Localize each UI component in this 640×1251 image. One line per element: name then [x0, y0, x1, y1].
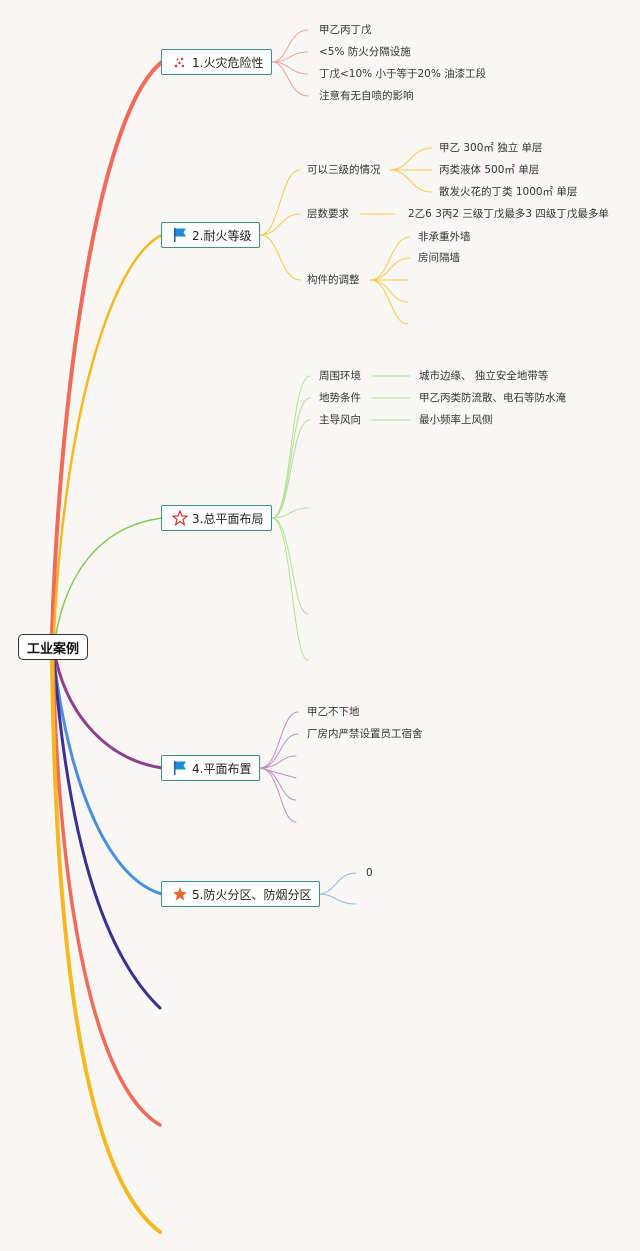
topic-label: 3.总平面布局 — [192, 511, 264, 526]
subtopic-item[interactable]: <5% 防火分隔设施 — [319, 46, 411, 58]
subtopic-terrain[interactable]: 地势条件 — [319, 392, 361, 404]
subtopic-item[interactable]: 丁戊<10% 小于等于20% 油漆工段 — [319, 68, 487, 80]
subtopic-item[interactable]: 甲乙不下地 — [307, 706, 360, 718]
branch-1 — [50, 60, 164, 636]
topic-fire-hazard[interactable]: 1.火灾危险性 — [161, 49, 273, 75]
subtopic-component-adjust[interactable]: 构件的调整 — [307, 274, 360, 286]
subtopic-item[interactable]: 最小频率上风侧 — [419, 414, 493, 426]
branch-8 — [50, 658, 162, 1234]
blue-flag-icon — [172, 760, 188, 776]
subtopic-item[interactable]: 甲乙 300㎡ 独立 单层 — [439, 142, 543, 154]
subtopic-item[interactable]: 0 — [366, 867, 373, 879]
subtopic-wind-direction[interactable]: 主导风向 — [319, 414, 361, 426]
subtopic-item[interactable]: 散发火花的丁类 1000㎡ 单层 — [439, 186, 578, 198]
topic-label: 1.火灾危险性 — [192, 55, 264, 70]
star-filled-icon — [172, 886, 188, 902]
subtopic-item[interactable]: 房间隔墙 — [418, 252, 460, 264]
branch-3 — [55, 517, 163, 635]
branch-4 — [54, 658, 164, 770]
subtopic-item[interactable]: 注意有无自喷的影响 — [319, 90, 414, 102]
branch-6 — [52, 658, 162, 1010]
star-outline-icon — [172, 510, 188, 526]
subtopic-item[interactable]: 甲乙丙丁戊 — [319, 24, 372, 36]
fire-icon — [172, 54, 188, 70]
topic-label: 5.防火分区、防烟分区 — [192, 887, 312, 902]
topic-site-layout[interactable]: 3.总平面布局 — [161, 505, 273, 531]
subtopic-environment[interactable]: 周围环境 — [319, 370, 361, 382]
subtopic-item[interactable]: 厂房内严禁设置员工宿舍 — [307, 728, 423, 740]
topic-fire-compartment[interactable]: 5.防火分区、防烟分区 — [161, 881, 321, 907]
subtopic-item[interactable]: 丙类液体 500㎡ 单层 — [439, 164, 540, 176]
root-label: 工业案例 — [26, 641, 79, 657]
topic-fire-resistance[interactable]: 2.耐火等级 — [161, 222, 261, 248]
topic-label: 2.耐火等级 — [192, 228, 252, 243]
subtopic-item[interactable]: 城市边缘、 独立安全地带等 — [419, 370, 549, 382]
subtopic-item[interactable]: 甲乙丙类防流散、电石等防水淹 — [419, 392, 566, 404]
branch-5 — [52, 658, 164, 896]
subtopic-floor-requirement[interactable]: 层数要求 — [307, 208, 349, 220]
root-topic[interactable]: 工业案例 — [18, 634, 88, 660]
branch-7 — [51, 658, 162, 1127]
topic-label: 4.平面布置 — [192, 761, 252, 776]
subtopic-item[interactable]: 2乙6 3丙2 三级丁戊最多3 四级丁戊最多单 — [408, 208, 609, 220]
subtopic-grade3-cases[interactable]: 可以三级的情况 — [307, 164, 381, 176]
blue-flag-icon — [172, 227, 188, 243]
topic-floor-plan[interactable]: 4.平面布置 — [161, 755, 261, 781]
subtopic-item[interactable]: 非承重外墙 — [418, 231, 471, 243]
branch-2 — [52, 233, 164, 636]
